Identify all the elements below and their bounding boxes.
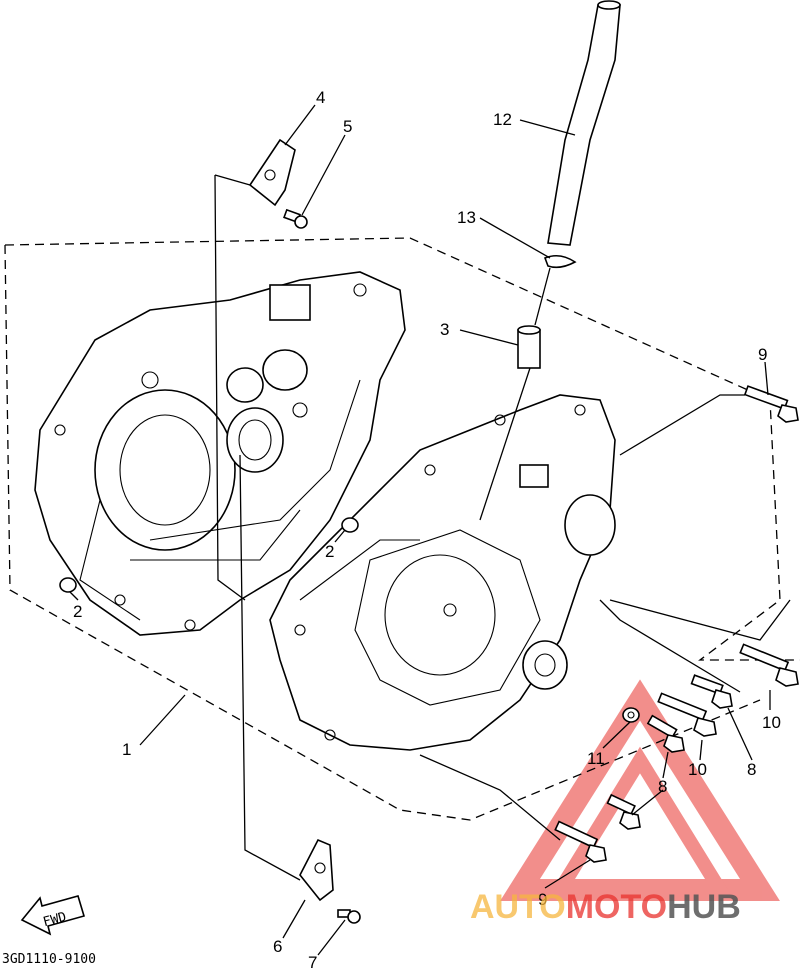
callout-9a: 9 xyxy=(758,345,767,364)
bolt-10-center xyxy=(657,692,717,737)
callout-2a: 2 xyxy=(73,602,82,621)
callout-11: 11 xyxy=(587,749,605,768)
bolt-9-upper xyxy=(743,385,799,423)
callout-8a: 8 xyxy=(658,777,667,796)
assembly-boundary xyxy=(4,237,800,821)
collar-part xyxy=(517,325,541,369)
callout-2b: 2 xyxy=(325,542,334,561)
dowel-pin-left xyxy=(59,577,77,593)
fwd-arrow-icon: FWD xyxy=(20,895,86,936)
dowel-pin-right xyxy=(341,517,359,533)
callouts: 1 2 2 3 4 5 6 7 8 8 9 9 10 10 11 12 13 xyxy=(73,88,781,970)
washer-11 xyxy=(622,707,640,723)
right-crankcase xyxy=(269,394,616,751)
callout-6: 6 xyxy=(273,937,282,956)
bolt-8-lower xyxy=(606,793,641,830)
bolt-9-lower xyxy=(554,820,607,863)
breather-hose-part xyxy=(547,0,621,246)
callout-4: 4 xyxy=(316,88,325,107)
left-crankcase xyxy=(34,271,406,636)
callout-10a: 10 xyxy=(762,713,781,732)
callout-3: 3 xyxy=(440,320,449,339)
callout-13: 13 xyxy=(457,208,476,227)
callout-9b: 9 xyxy=(538,890,547,909)
callout-5: 5 xyxy=(343,117,352,136)
callout-10b: 10 xyxy=(688,760,707,779)
bolt-10-right xyxy=(739,643,799,687)
svg-text:AUTOMOTOHUB: AUTOMOTOHUB xyxy=(470,888,741,926)
callout-1: 1 xyxy=(122,740,131,759)
bolt-8-right xyxy=(690,674,733,709)
bolt-8-center xyxy=(646,714,685,753)
callout-8b: 8 xyxy=(747,760,756,779)
watermark-auto: AUTO xyxy=(470,888,566,926)
screw-lower-part xyxy=(337,909,361,924)
hose-clip-part xyxy=(543,254,577,269)
watermark-text: AUTOMOTOHUB xyxy=(470,888,741,926)
callout-12: 12 xyxy=(493,110,512,129)
lower-plate-part xyxy=(299,838,334,902)
watermark-logo-icon xyxy=(500,679,780,901)
drawing-code: 3GD1110-9100 xyxy=(2,952,96,967)
upper-plate-part xyxy=(248,138,296,207)
watermark-hub: HUB xyxy=(667,888,741,926)
callout-7: 7 xyxy=(308,953,317,970)
watermark-moto: MOTO xyxy=(566,888,667,926)
screw-upper-part xyxy=(283,208,308,229)
leader-lines xyxy=(69,104,791,956)
fwd-label: FWD xyxy=(42,910,69,931)
